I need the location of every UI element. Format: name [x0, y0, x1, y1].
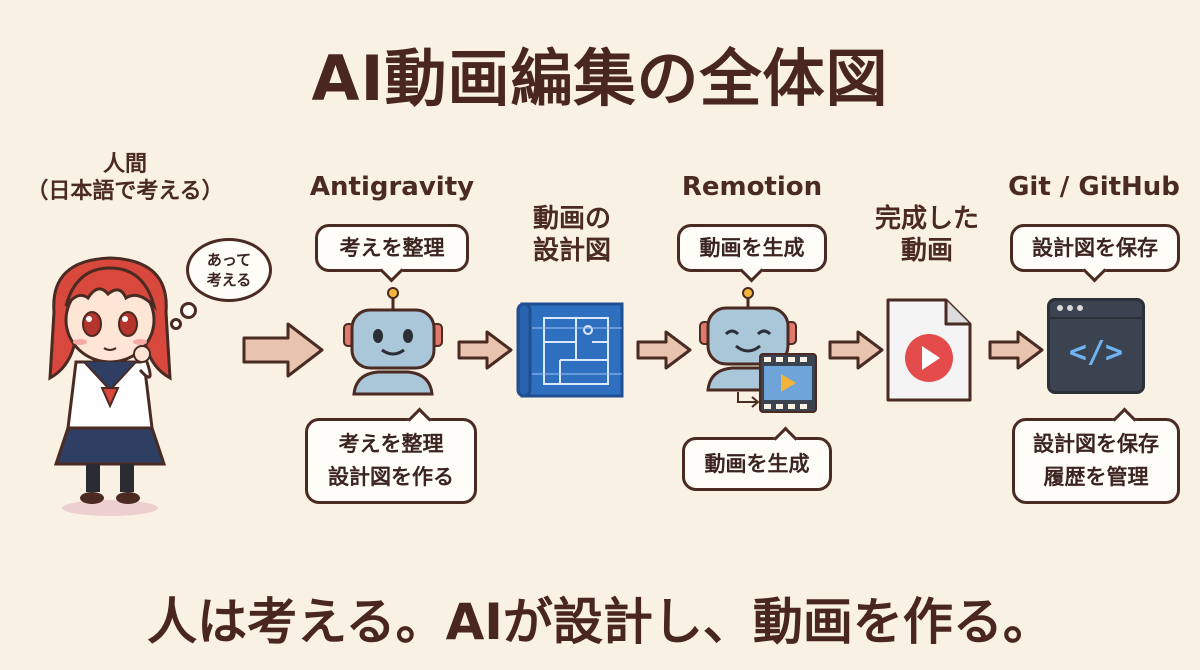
remotion-bottom-bubble: 動画を生成	[682, 437, 832, 491]
return-arrow-icon	[737, 392, 760, 408]
thought-dot-large	[180, 302, 197, 319]
window-titlebar	[1050, 301, 1142, 319]
arrow-right-icon	[242, 322, 324, 378]
git-label: Git / GitHub	[1008, 172, 1180, 202]
antigravity-top-bubble-text: 考えを整理	[339, 235, 445, 260]
antigravity-label: Antigravity	[309, 172, 475, 202]
arrow-right-icon	[636, 330, 692, 370]
antigravity-bottom-bubble: 考えを整理 設計図を作る	[305, 418, 477, 504]
thought-dot-small	[170, 318, 182, 330]
thought-line2: 考える	[206, 271, 252, 289]
code-glyph: </>	[1068, 335, 1124, 370]
git-bottom-line2: 履歴を管理	[1043, 465, 1149, 489]
remotion-bottom-bubble-text: 動画を生成	[704, 451, 810, 476]
film-strip-icon	[759, 353, 817, 413]
blueprint-label-line1: 動画の	[532, 204, 611, 234]
git-bottom-bubble: 設計図を保存 履歴を管理	[1012, 418, 1180, 504]
tagline: 人は考える。AIが設計し、動画を作る。	[147, 593, 1053, 651]
girl-character-icon	[48, 256, 172, 516]
human-label: 人間 （日本語で考える）	[20, 152, 230, 206]
git-top-bubble-text: 設計図を保存	[1032, 235, 1158, 260]
antigravity-top-bubble: 考えを整理	[315, 224, 469, 272]
page-title: AI動画編集の全体図	[311, 42, 889, 115]
arrow-right-icon	[988, 330, 1044, 370]
blueprint-label-line2: 設計図	[532, 235, 611, 266]
human-label-line1: 人間	[102, 152, 147, 177]
git-top-bubble: 設計図を保存	[1010, 224, 1180, 272]
finished-label-line1: 完成した	[874, 204, 979, 234]
video-file-icon	[886, 298, 972, 402]
thought-line1: あって	[206, 250, 252, 269]
thought-bubble-icon: あって 考える	[186, 238, 272, 302]
blueprint-label: 動画の 設計図	[507, 204, 637, 267]
arrow-right-icon	[457, 330, 513, 370]
arrow-right-icon	[828, 330, 884, 370]
human-label-line2: （日本語で考える）	[26, 178, 224, 204]
remotion-top-bubble-text: 動画を生成	[699, 235, 805, 260]
robot-icon	[343, 287, 443, 396]
antigravity-bottom-line1: 考えを整理	[338, 432, 444, 457]
antigravity-bottom-line2: 設計図を作る	[328, 465, 454, 489]
blueprint-icon	[516, 302, 624, 398]
git-bottom-line1: 設計図を保存	[1033, 432, 1159, 457]
robot-icon	[699, 287, 797, 392]
code-window-icon: </>	[1047, 298, 1145, 394]
finished-video-label: 完成した 動画	[852, 204, 1002, 267]
remotion-top-bubble: 動画を生成	[677, 224, 827, 272]
remotion-label: Remotion	[681, 172, 823, 202]
finished-label-line2: 動画	[900, 235, 953, 266]
